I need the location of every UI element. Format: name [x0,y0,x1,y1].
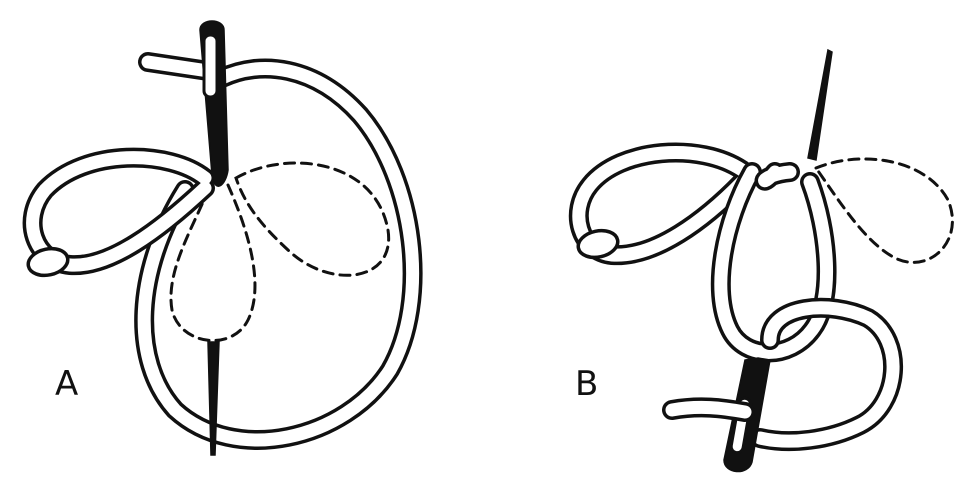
panel-b-label: B [575,364,598,404]
panel-a-label: A [55,364,78,404]
panel-a-large-thread-loop [144,68,412,439]
panel-b: B [575,50,952,472]
panel-b-working-thread-loop [760,308,893,441]
panel-a-needle-top [200,21,228,186]
panel-a-dashed-petal-right [236,163,389,275]
panel-b-dashed-petal [816,159,952,262]
panel-b-thread-tail [672,407,745,412]
panel-a: A [26,21,413,455]
panel-b-needle-point [808,50,832,160]
